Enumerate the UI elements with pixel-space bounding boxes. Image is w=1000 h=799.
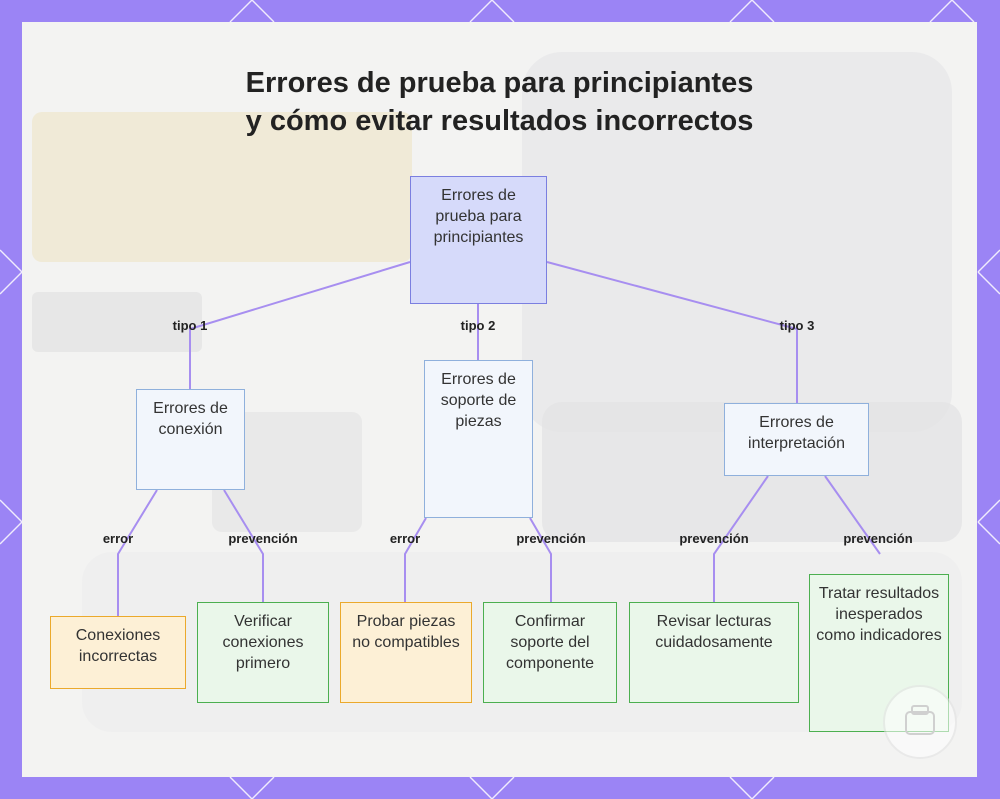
node-probar-piezas-label: Probar piezas no compatibles xyxy=(352,613,460,651)
edge-interpretacion-tratar xyxy=(824,475,881,555)
edge-label-prevencion-3: prevención xyxy=(679,531,749,546)
edge-root-conexion xyxy=(189,261,411,389)
edge-label-prevencion-1: prevención xyxy=(228,531,298,546)
edge-label-prevencion-4: prevención xyxy=(843,531,913,546)
node-conexiones-incorrectas-label: Conexiones incorrectas xyxy=(75,627,161,665)
edge-conexion-verificar xyxy=(223,489,264,602)
node-tratar-resultados-label: Tratar resultados inesperados como indic… xyxy=(816,585,942,644)
edge-label-prevencion-2: prevención xyxy=(516,531,586,546)
node-verificar-conexiones: Verificar conexiones primero xyxy=(197,602,329,703)
node-root-label: Errores de prueba para principiantes xyxy=(433,187,524,246)
node-probar-piezas: Probar piezas no compatibles xyxy=(340,602,472,703)
edge-conexion-incorrectas xyxy=(117,489,158,616)
node-errores-conexion-label: Errores de conexión xyxy=(153,400,228,438)
edge-soporte-confirmar xyxy=(529,517,552,602)
watermark-logo-icon xyxy=(883,685,957,759)
node-conexiones-incorrectas: Conexiones incorrectas xyxy=(50,616,186,689)
node-errores-interpretacion-label: Errores de interpretación xyxy=(748,414,845,452)
edge-label-tipo-3: tipo 3 xyxy=(779,318,815,333)
node-confirmar-soporte: Confirmar soporte del componente xyxy=(483,602,617,703)
title-line-1: Errores de prueba para principiantes xyxy=(245,67,754,99)
title-line-2: y cómo evitar resultados incorrectos xyxy=(245,105,754,137)
edge-root-interpretacion xyxy=(546,261,798,403)
node-errores-conexion: Errores de conexión xyxy=(136,389,245,490)
node-revisar-lecturas: Revisar lecturas cuidadosamente xyxy=(629,602,799,703)
connector-lines xyxy=(117,261,881,616)
diagram-title: Errores de prueba para principiantes y c… xyxy=(22,64,977,140)
node-root: Errores de prueba para principiantes xyxy=(410,176,547,304)
diagram-canvas: Errores de prueba para principiantes y c… xyxy=(22,22,977,777)
node-errores-soporte: Errores de soporte de piezas xyxy=(424,360,533,518)
edge-label-error-2: error xyxy=(389,531,421,546)
edge-interpretacion-revisar xyxy=(713,475,769,602)
node-errores-soporte-label: Errores de soporte de piezas xyxy=(440,371,517,430)
node-revisar-lecturas-label: Revisar lecturas cuidadosamente xyxy=(655,613,773,651)
edge-label-tipo-2: tipo 2 xyxy=(460,318,496,333)
node-errores-interpretacion: Errores de interpretación xyxy=(724,403,869,476)
node-verificar-conexiones-label: Verificar conexiones primero xyxy=(222,613,304,672)
edge-soporte-probar xyxy=(404,517,427,602)
edge-label-error-1: error xyxy=(102,531,134,546)
edge-label-tipo-1: tipo 1 xyxy=(172,318,208,333)
node-confirmar-soporte-label: Confirmar soporte del componente xyxy=(505,613,595,672)
